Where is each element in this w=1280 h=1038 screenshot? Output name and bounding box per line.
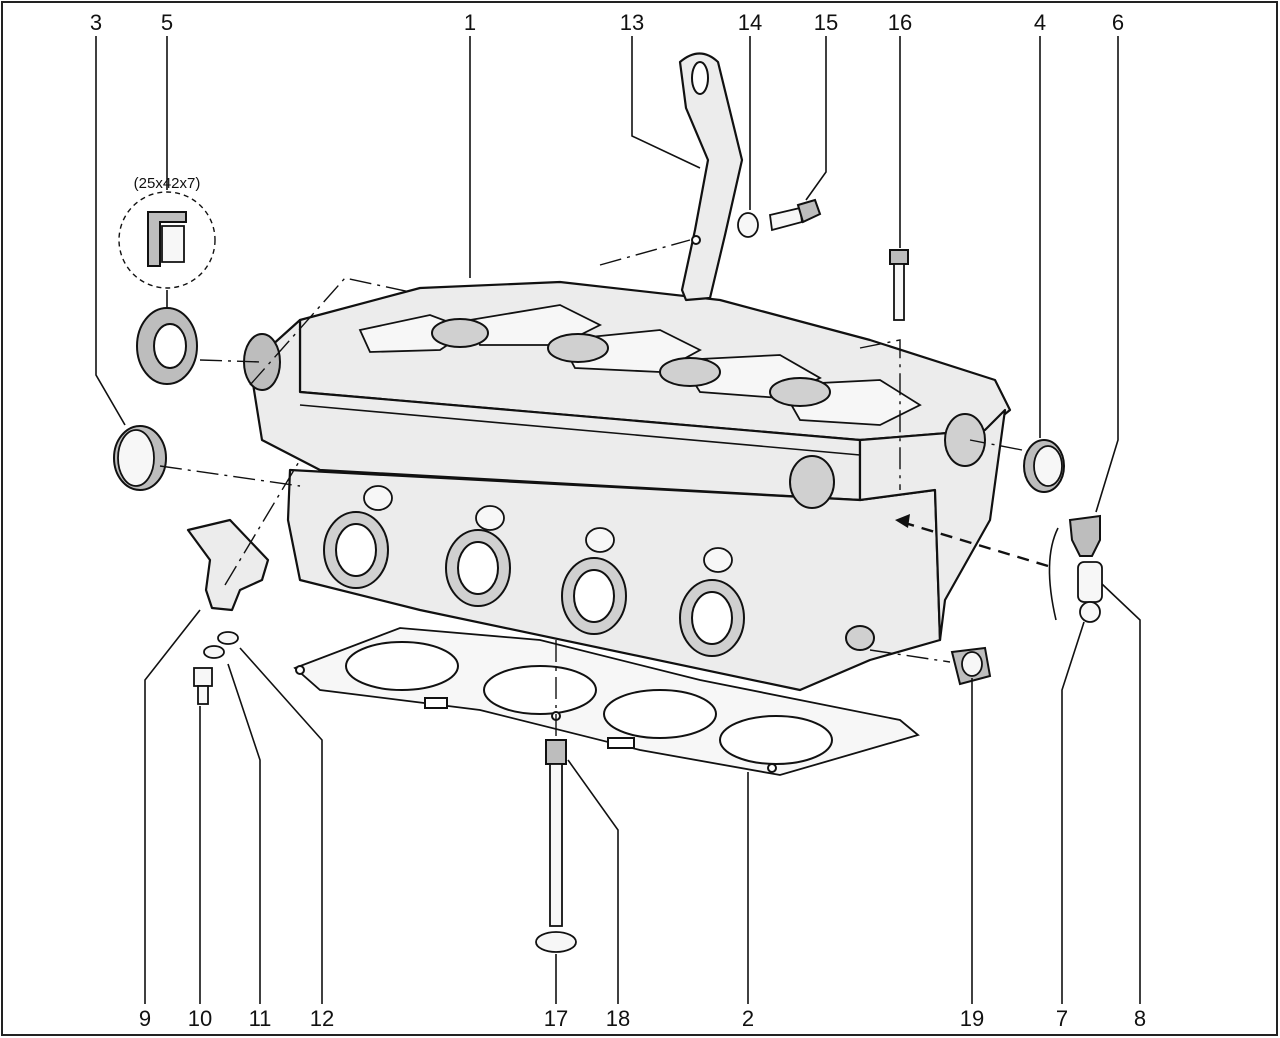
label-part-12: 12 [310, 1006, 334, 1031]
port-plug [950, 646, 992, 686]
head-bolt [545, 739, 567, 927]
label-part-15: 15 [814, 10, 838, 35]
bracket-bolt [768, 198, 822, 232]
cap-plug [113, 425, 167, 491]
bracket-washer [737, 212, 759, 238]
label-part-17: 17 [544, 1006, 568, 1031]
label-part-19: 19 [960, 1006, 984, 1031]
assembly-lines [159, 239, 1049, 740]
sensor-bolt [193, 667, 213, 705]
label-part-13: 13 [620, 10, 644, 35]
cylinder-head [243, 280, 1012, 692]
label-part-4: 4 [1034, 10, 1046, 35]
label-part-2: 2 [742, 1006, 754, 1031]
oil-seal [136, 307, 198, 385]
seal-size-note: (25x42x7) [134, 175, 201, 192]
seal-section-detail [118, 191, 216, 289]
label-part-10: 10 [188, 1006, 212, 1031]
label-part-5: 5 [161, 10, 173, 35]
label-part-11: 11 [249, 1006, 272, 1031]
label-part-14: 14 [738, 10, 762, 35]
right-end-plug [1023, 439, 1065, 493]
cover-bolt [889, 249, 909, 321]
label-part-16: 16 [888, 10, 912, 35]
label-part-6: 6 [1112, 10, 1124, 35]
check-valve-assembly [1048, 514, 1103, 623]
o-ring [203, 645, 225, 659]
label-part-3: 3 [90, 10, 102, 35]
head-bolt-washer [535, 931, 577, 953]
label-part-8: 8 [1134, 1006, 1146, 1031]
washer [217, 631, 239, 645]
label-part-18: 18 [606, 1006, 630, 1031]
lifting-bracket [678, 52, 744, 302]
camshaft-sensor [186, 518, 270, 612]
part-number-labels: 3 5 1 13 14 15 16 4 6 9 10 11 12 17 18 2… [90, 10, 1146, 1031]
label-part-7: 7 [1056, 1006, 1068, 1031]
head-gasket [293, 627, 920, 776]
label-part-9: 9 [139, 1006, 151, 1031]
leader-lines [95, 36, 1141, 1004]
label-part-1: 1 [464, 10, 476, 35]
